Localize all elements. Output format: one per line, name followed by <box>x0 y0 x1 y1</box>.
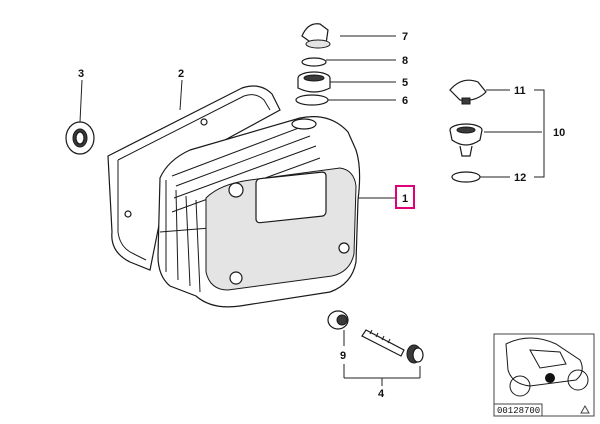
callout-7[interactable]: 7 <box>402 31 408 43</box>
cylinder-head-cover-part-1[interactable] <box>157 116 361 308</box>
insert-part-5[interactable] <box>297 71 331 93</box>
rubber-grommet-part-9[interactable] <box>327 310 349 330</box>
warning-triangle-icon <box>580 404 590 414</box>
callout-2[interactable]: 2 <box>178 68 184 80</box>
location-marker-icon <box>545 373 555 383</box>
o-ring-part-8[interactable] <box>301 57 327 67</box>
oil-filler-cap-part-7[interactable] <box>301 23 331 49</box>
callout-6[interactable]: 6 <box>402 95 408 107</box>
callout-labels: 7 8 5 6 3 2 11 10 12 9 4 <box>78 31 565 400</box>
screw-part-4[interactable] <box>361 329 424 364</box>
callout-5[interactable]: 5 <box>402 77 408 89</box>
callout-1-highlight[interactable]: 1 <box>395 185 415 209</box>
callout-12[interactable]: 12 <box>514 172 526 184</box>
grommet-part-10[interactable] <box>449 123 483 157</box>
o-ring-part-12[interactable] <box>451 171 481 183</box>
callout-9[interactable]: 9 <box>340 350 346 362</box>
leader-lines <box>79 35 545 386</box>
callout-8[interactable]: 8 <box>402 55 408 67</box>
plug-part-11[interactable] <box>449 79 487 105</box>
callout-10[interactable]: 10 <box>553 127 565 139</box>
callout-4[interactable]: 4 <box>378 388 385 400</box>
seal-ring-part-3[interactable] <box>65 121 95 155</box>
callout-11[interactable]: 11 <box>514 85 526 97</box>
reference-code: 00128700 <box>497 406 540 416</box>
callout-1[interactable]: 1 <box>402 193 408 205</box>
o-ring-part-6[interactable] <box>295 94 329 106</box>
vehicle-thumbnail[interactable]: 00128700 <box>493 333 595 417</box>
callout-3[interactable]: 3 <box>78 68 84 80</box>
